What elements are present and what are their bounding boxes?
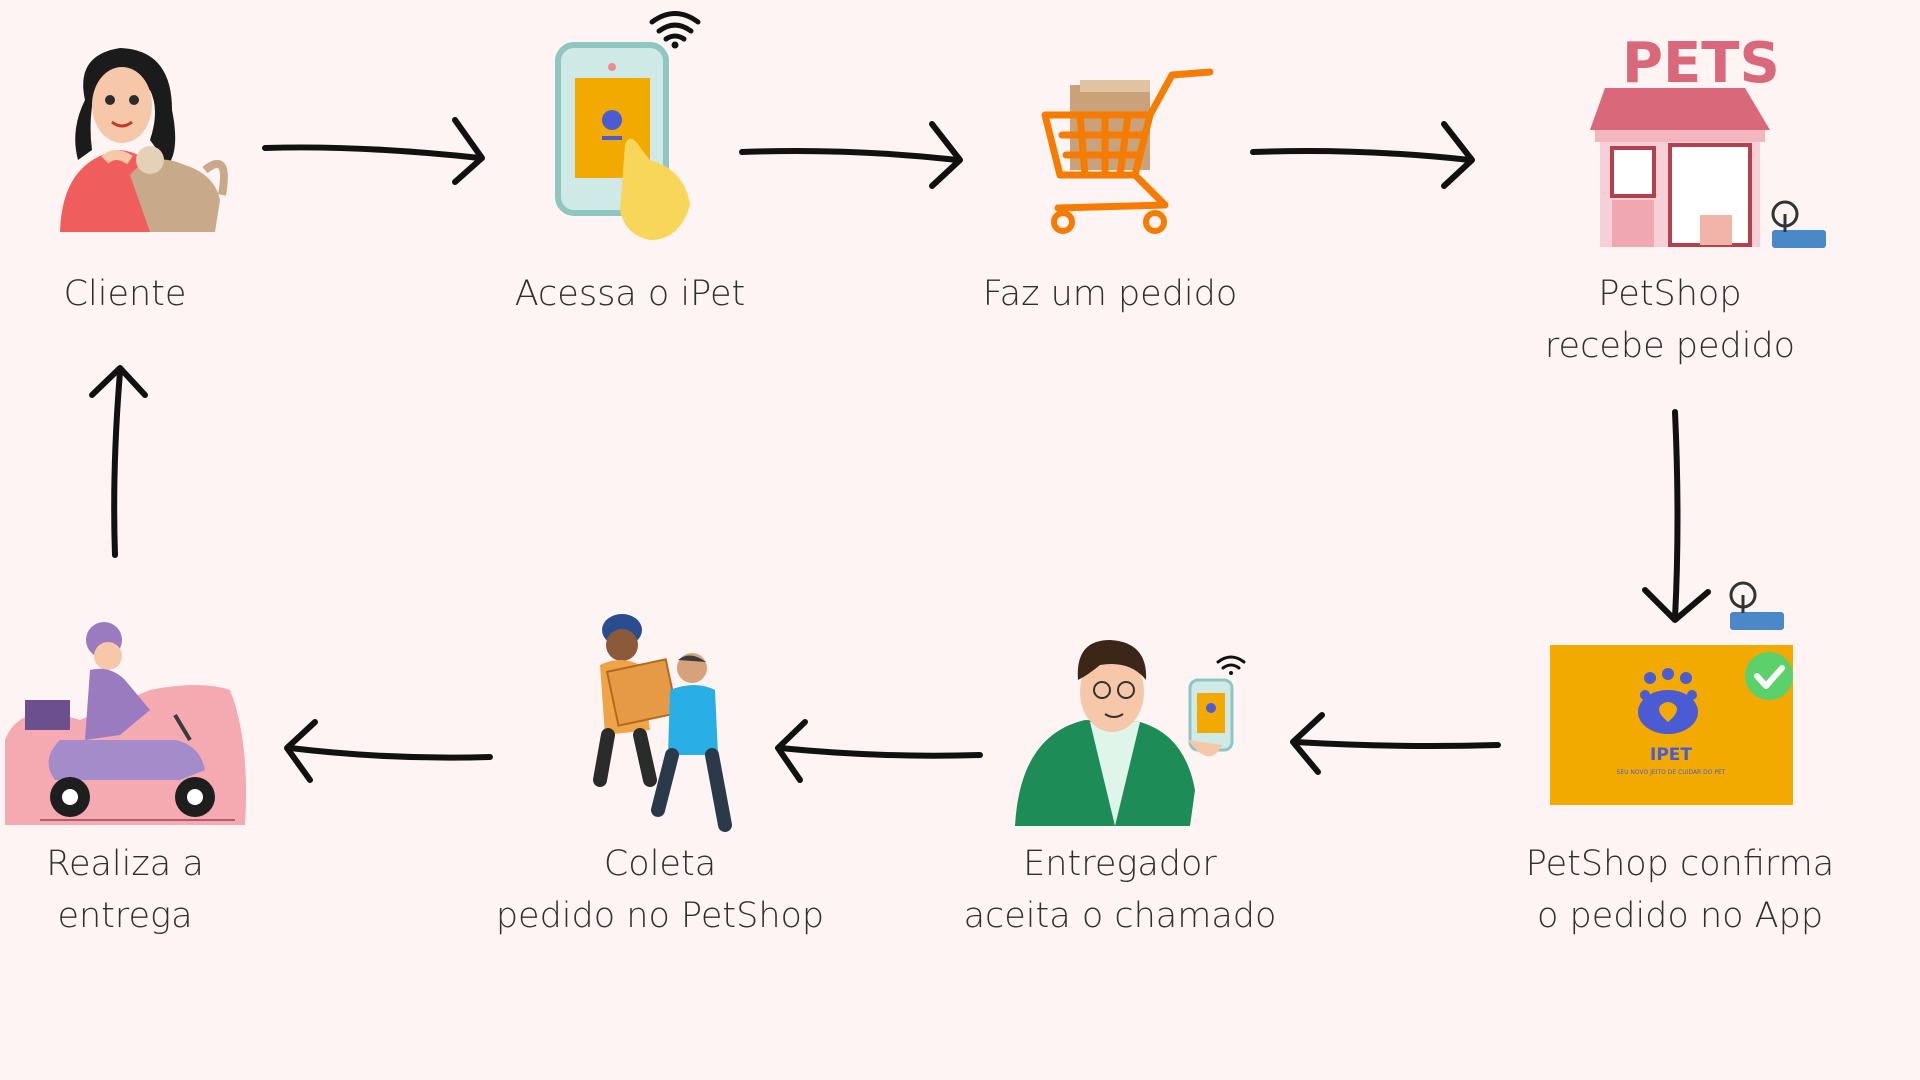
shopping-cart-icon (1041, 68, 1214, 234)
store-sign-text: PETS (1622, 31, 1780, 96)
step-label-entregador: Entregador aceita o chamado (963, 844, 1277, 936)
scooter-delivery-icon (5, 622, 246, 825)
step-label-petshop-recebe: PetShop recebe pedido (1544, 274, 1796, 366)
checkmark-icon (1745, 652, 1793, 700)
arrow-petshop-to-confirma (1642, 409, 1711, 623)
wifi-icon (649, 11, 701, 49)
app-tagline-text: SEU NOVO JEITO DE CUIDAR DO PET (1617, 769, 1726, 776)
paw-heart-logo-icon (1638, 668, 1698, 734)
phone-app-icon (555, 11, 701, 240)
arrow-acessa-to-pedido (739, 121, 963, 189)
router-icon (1729, 581, 1784, 630)
arrow-cliente-to-acessa (262, 117, 485, 185)
app-confirmation-card: IPET SEU NOVO JEITO DE CUIDAR DO PET (1550, 581, 1793, 805)
step-label-entrega: Realiza a entrega (46, 844, 204, 936)
step-label-acessa: Acessa o iPet (514, 274, 746, 314)
arrow-coleta-to-entrega (284, 719, 493, 783)
arrow-entregador-to-coleta (775, 719, 983, 783)
courier-man-icon (1015, 640, 1246, 826)
app-name-text: IPET (1650, 745, 1692, 765)
step-label-cliente: Cliente (63, 274, 187, 314)
step-label-pedido: Faz um pedido (982, 274, 1238, 314)
package-handoff-icon (593, 614, 732, 832)
arrow-confirma-to-entregador (1290, 712, 1501, 775)
client-woman-icon (60, 48, 228, 232)
step-label-coleta: Coleta pedido no PetShop (495, 844, 825, 936)
router-icon (1771, 200, 1826, 248)
pet-store-icon: PETS (1590, 31, 1826, 248)
wifi-icon (1216, 655, 1246, 675)
arrow-entrega-to-cliente (89, 365, 148, 558)
step-label-petshop-confirma: PetShop confirma o pedido no App (1525, 844, 1835, 936)
arrow-pedido-to-petshop (1250, 121, 1475, 189)
